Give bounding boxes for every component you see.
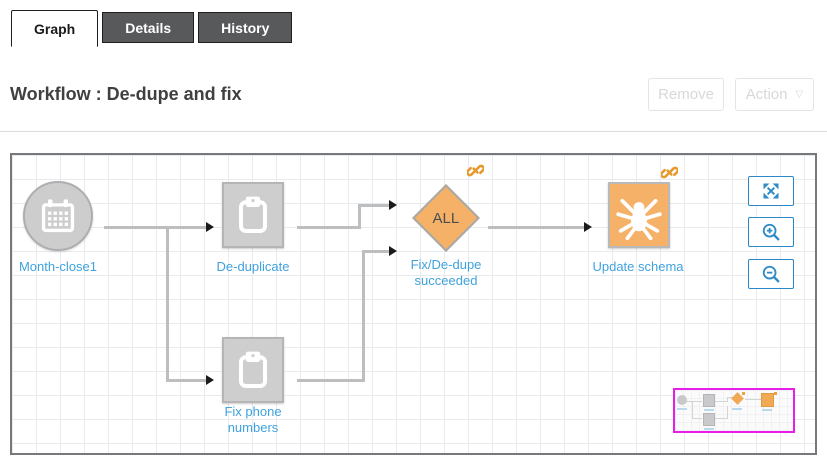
minimap-node-circle <box>677 395 687 405</box>
clipboard-icon <box>239 196 267 233</box>
orange-link-badge-icon <box>467 164 484 177</box>
minimap-label-dash <box>704 428 714 430</box>
node-label-fix-phone-numbers: Fix phone numbers <box>224 404 282 435</box>
connector-arrowhead <box>206 222 214 232</box>
tab-details[interactable]: Details <box>102 12 195 43</box>
page-title: Workflow : De-dupe and fix <box>10 84 242 104</box>
minimap[interactable] <box>673 388 795 433</box>
node-fix-dedupe-succeeded[interactable]: ALL <box>412 184 480 252</box>
clipboard-icon <box>239 351 267 388</box>
connector-arrowhead <box>584 222 592 232</box>
node-update-schema[interactable] <box>608 182 670 248</box>
minimap-node-square <box>761 393 774 407</box>
connector-line <box>104 226 206 229</box>
zoom-in-icon <box>762 223 780 241</box>
action-button[interactable]: Action ▽ <box>735 78 814 111</box>
workflow-canvas[interactable]: Month-close1 De-duplicate Fix phone numb… <box>10 153 817 455</box>
connector-arrowhead <box>389 246 397 256</box>
connector-line <box>297 379 365 382</box>
node-label-month-close1: Month-close1 <box>18 259 98 274</box>
tab-history-label: History <box>221 19 270 36</box>
minimap-label-dash <box>704 409 714 411</box>
remove-button[interactable]: Remove <box>648 78 724 111</box>
connector-line <box>297 226 361 229</box>
minimap-badge-dot <box>742 392 745 395</box>
connector-line <box>358 204 361 229</box>
spider-icon <box>616 198 662 240</box>
minimap-label-dash <box>732 408 742 410</box>
tab-details-label: Details <box>125 19 172 36</box>
connector-line <box>362 250 365 382</box>
orange-link-badge-icon <box>661 166 678 179</box>
minimap-label-dash <box>677 408 687 410</box>
minimap-connector <box>713 401 727 402</box>
node-month-close1[interactable] <box>23 181 93 251</box>
connector-arrowhead <box>206 375 214 385</box>
node-label-fix-dedupe-succeeded: Fix/De-dupe succeeded <box>410 257 482 288</box>
node-de-duplicate[interactable] <box>222 182 284 248</box>
tab-bar: Graph Details History <box>11 10 293 47</box>
tab-graph-label: Graph <box>34 20 76 37</box>
action-button-label: Action <box>745 86 788 103</box>
remove-button-label: Remove <box>658 86 714 103</box>
expand-arrows-icon <box>763 183 779 199</box>
connector-line <box>362 250 389 253</box>
minimap-connector <box>727 406 728 419</box>
minimap-node-clipboard <box>703 413 715 426</box>
fit-view-button[interactable] <box>748 176 794 206</box>
diamond-text: ALL <box>432 209 460 227</box>
connector-arrowhead <box>389 200 397 210</box>
connector-line <box>166 226 169 381</box>
minimap-connector <box>745 399 761 400</box>
calendar-icon <box>41 199 75 233</box>
connector-line <box>358 204 389 207</box>
node-label-update-schema: Update schema <box>592 259 684 274</box>
minimap-connector <box>727 397 733 398</box>
zoom-out-icon <box>762 265 780 283</box>
minimap-connector <box>686 401 702 402</box>
connector-line <box>166 379 206 382</box>
node-label-de-duplicate: De-duplicate <box>216 259 290 274</box>
minimap-connector <box>727 397 728 402</box>
minimap-badge-dot <box>774 392 777 395</box>
connector-line <box>488 226 584 229</box>
minimap-node-clipboard <box>703 394 715 407</box>
tab-history[interactable]: History <box>198 12 293 43</box>
header-divider <box>0 131 827 132</box>
tab-graph[interactable]: Graph <box>11 10 99 47</box>
zoom-in-button[interactable] <box>748 217 794 247</box>
minimap-connector <box>692 418 702 419</box>
node-fix-phone-numbers[interactable] <box>222 337 284 403</box>
chevron-down-icon: ▽ <box>795 89 804 100</box>
zoom-out-button[interactable] <box>748 259 794 289</box>
minimap-label-dash <box>762 409 772 411</box>
minimap-connector <box>692 401 693 418</box>
minimap-connector <box>713 418 727 419</box>
